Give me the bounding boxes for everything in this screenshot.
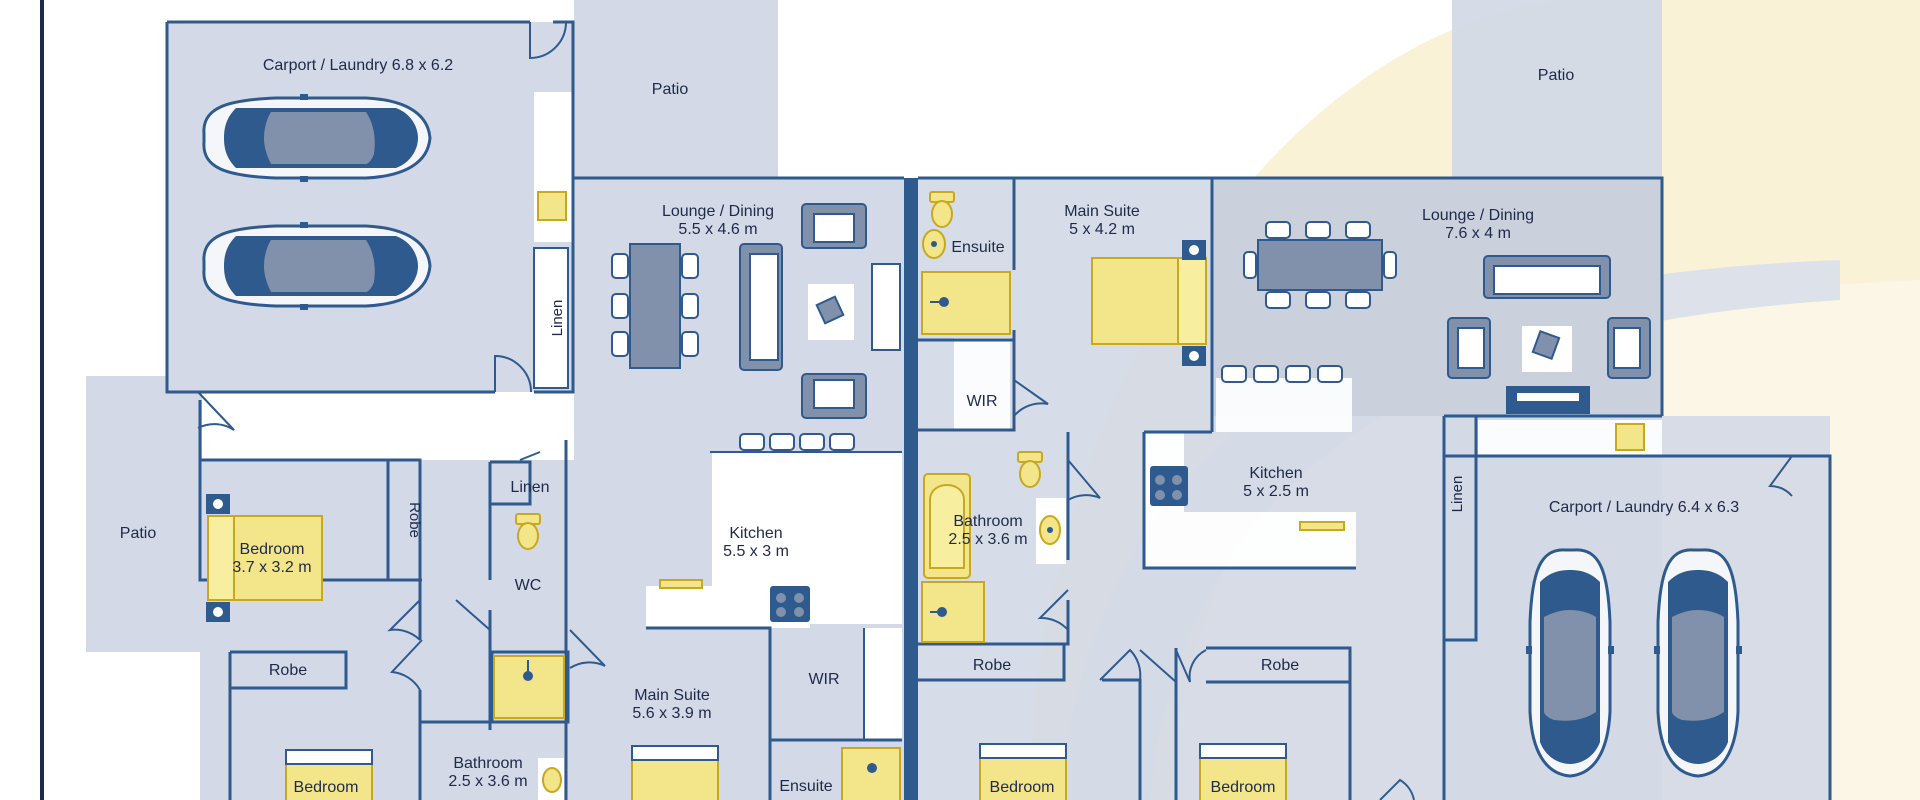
- lounge-a-size: 5.5 x 4.6 m: [678, 221, 757, 238]
- bar-stools: [1221, 365, 1343, 383]
- floor-carport-a: [167, 22, 573, 392]
- door-swing-icon: [197, 21, 606, 691]
- basin-icon: [1036, 498, 1066, 564]
- floor-patio-right: [1452, 0, 1662, 178]
- main-suite-a-size: 5.6 x 3.9 m: [632, 705, 711, 722]
- robe-d-label: Robe: [1261, 657, 1299, 674]
- basin-icon: [538, 758, 564, 800]
- car-icon: [1524, 548, 1616, 778]
- bedroom-b-name: Bedroom: [294, 779, 359, 796]
- ensuite-b-label: Ensuite: [951, 239, 1004, 256]
- bedroom-d-name: Bedroom: [1211, 779, 1276, 796]
- toilet-icon: [1017, 451, 1043, 488]
- cooktop-icon: [1150, 466, 1188, 506]
- dining-table-icon: [611, 243, 699, 369]
- right-unit: Patio Ensuite Main Suite 5 x 4.2 m Loung…: [918, 0, 1832, 800]
- robe-c-label: Robe: [973, 657, 1011, 674]
- carport-b-label: Carport / Laundry 6.4 x 6.3: [1549, 499, 1739, 516]
- wir-b-label: WIR: [966, 393, 997, 410]
- sofa-icon: [1483, 255, 1611, 299]
- ensuite-a-label: Ensuite: [779, 778, 832, 795]
- door-swing-icon: [1013, 379, 1793, 800]
- patio-left-label: Patio: [120, 525, 157, 542]
- carport-a-label: Carport / Laundry 6.8 x 6.2: [263, 57, 453, 74]
- basin-icon: [659, 579, 703, 589]
- floor-patio-left: [86, 376, 202, 652]
- bathroom-a-name: Bathroom: [453, 755, 522, 772]
- basin-icon: [1299, 521, 1345, 531]
- toilet-icon: [515, 513, 541, 550]
- floor-patio-top: [574, 0, 778, 180]
- car-icon: [1652, 548, 1744, 778]
- bathroom-a-size: 2.5 x 3.6 m: [448, 773, 527, 790]
- car-icon: [202, 220, 432, 312]
- basin-icon: [1615, 423, 1645, 451]
- sofa-icon: [739, 243, 783, 371]
- cooktop-icon: [770, 586, 810, 622]
- linen-c-label: Linen: [1449, 476, 1466, 513]
- lounge-a-name: Lounge / Dining: [662, 203, 774, 220]
- bedroom-a-size: 3.7 x 3.2 m: [232, 559, 311, 576]
- bedroom-c-name: Bedroom: [990, 779, 1055, 796]
- linen-a-label: Linen: [549, 300, 566, 337]
- bathroom-b-size: 2.5 x 3.6 m: [948, 531, 1027, 548]
- main-suite-b-size: 5 x 4.2 m: [1069, 221, 1135, 238]
- linen-b-label: Linen: [510, 479, 549, 496]
- wir-a-label: WIR: [808, 671, 839, 688]
- main-suite-b-name: Main Suite: [1064, 203, 1140, 220]
- bed-icon: [206, 494, 323, 622]
- lounge-b-name: Lounge / Dining: [1422, 207, 1534, 224]
- kitchen-b-name: Kitchen: [1249, 465, 1302, 482]
- car-icon: [202, 92, 432, 184]
- patio-top-label: Patio: [652, 81, 689, 98]
- bathroom-b-name: Bathroom: [953, 513, 1022, 530]
- kitchen-b-size: 5 x 2.5 m: [1243, 483, 1309, 500]
- armchair-icon: [801, 203, 867, 419]
- toilet-icon: [929, 191, 955, 228]
- wc-label: WC: [515, 577, 542, 594]
- shower-icon: [921, 271, 1011, 335]
- lounge-b-size: 7.6 x 4 m: [1445, 225, 1511, 242]
- shower-icon: [921, 581, 985, 643]
- robe-a-label: Robe: [406, 502, 423, 538]
- shower-icon: [841, 747, 901, 800]
- armchair-icon: [1447, 317, 1651, 379]
- main-suite-a-name: Main Suite: [634, 687, 710, 704]
- left-unit: Carport / Laundry 6.8 x 6.2 Patio Linen …: [86, 0, 904, 800]
- bed-icon: [1091, 240, 1207, 366]
- robe-b-label: Robe: [269, 662, 307, 679]
- bedroom-a-name: Bedroom: [240, 541, 305, 558]
- basin-icon: [537, 191, 567, 221]
- bar-stools: [739, 433, 855, 451]
- basin-icon: [922, 229, 946, 259]
- shower-icon: [493, 655, 565, 719]
- patio-right-label: Patio: [1538, 67, 1575, 84]
- bathtub-icon: [923, 473, 971, 579]
- party-wall: [904, 178, 918, 800]
- dining-table-icon: [1243, 221, 1397, 309]
- kitchen-a-name: Kitchen: [729, 525, 782, 542]
- kitchen-a-size: 5.5 x 3 m: [723, 543, 789, 560]
